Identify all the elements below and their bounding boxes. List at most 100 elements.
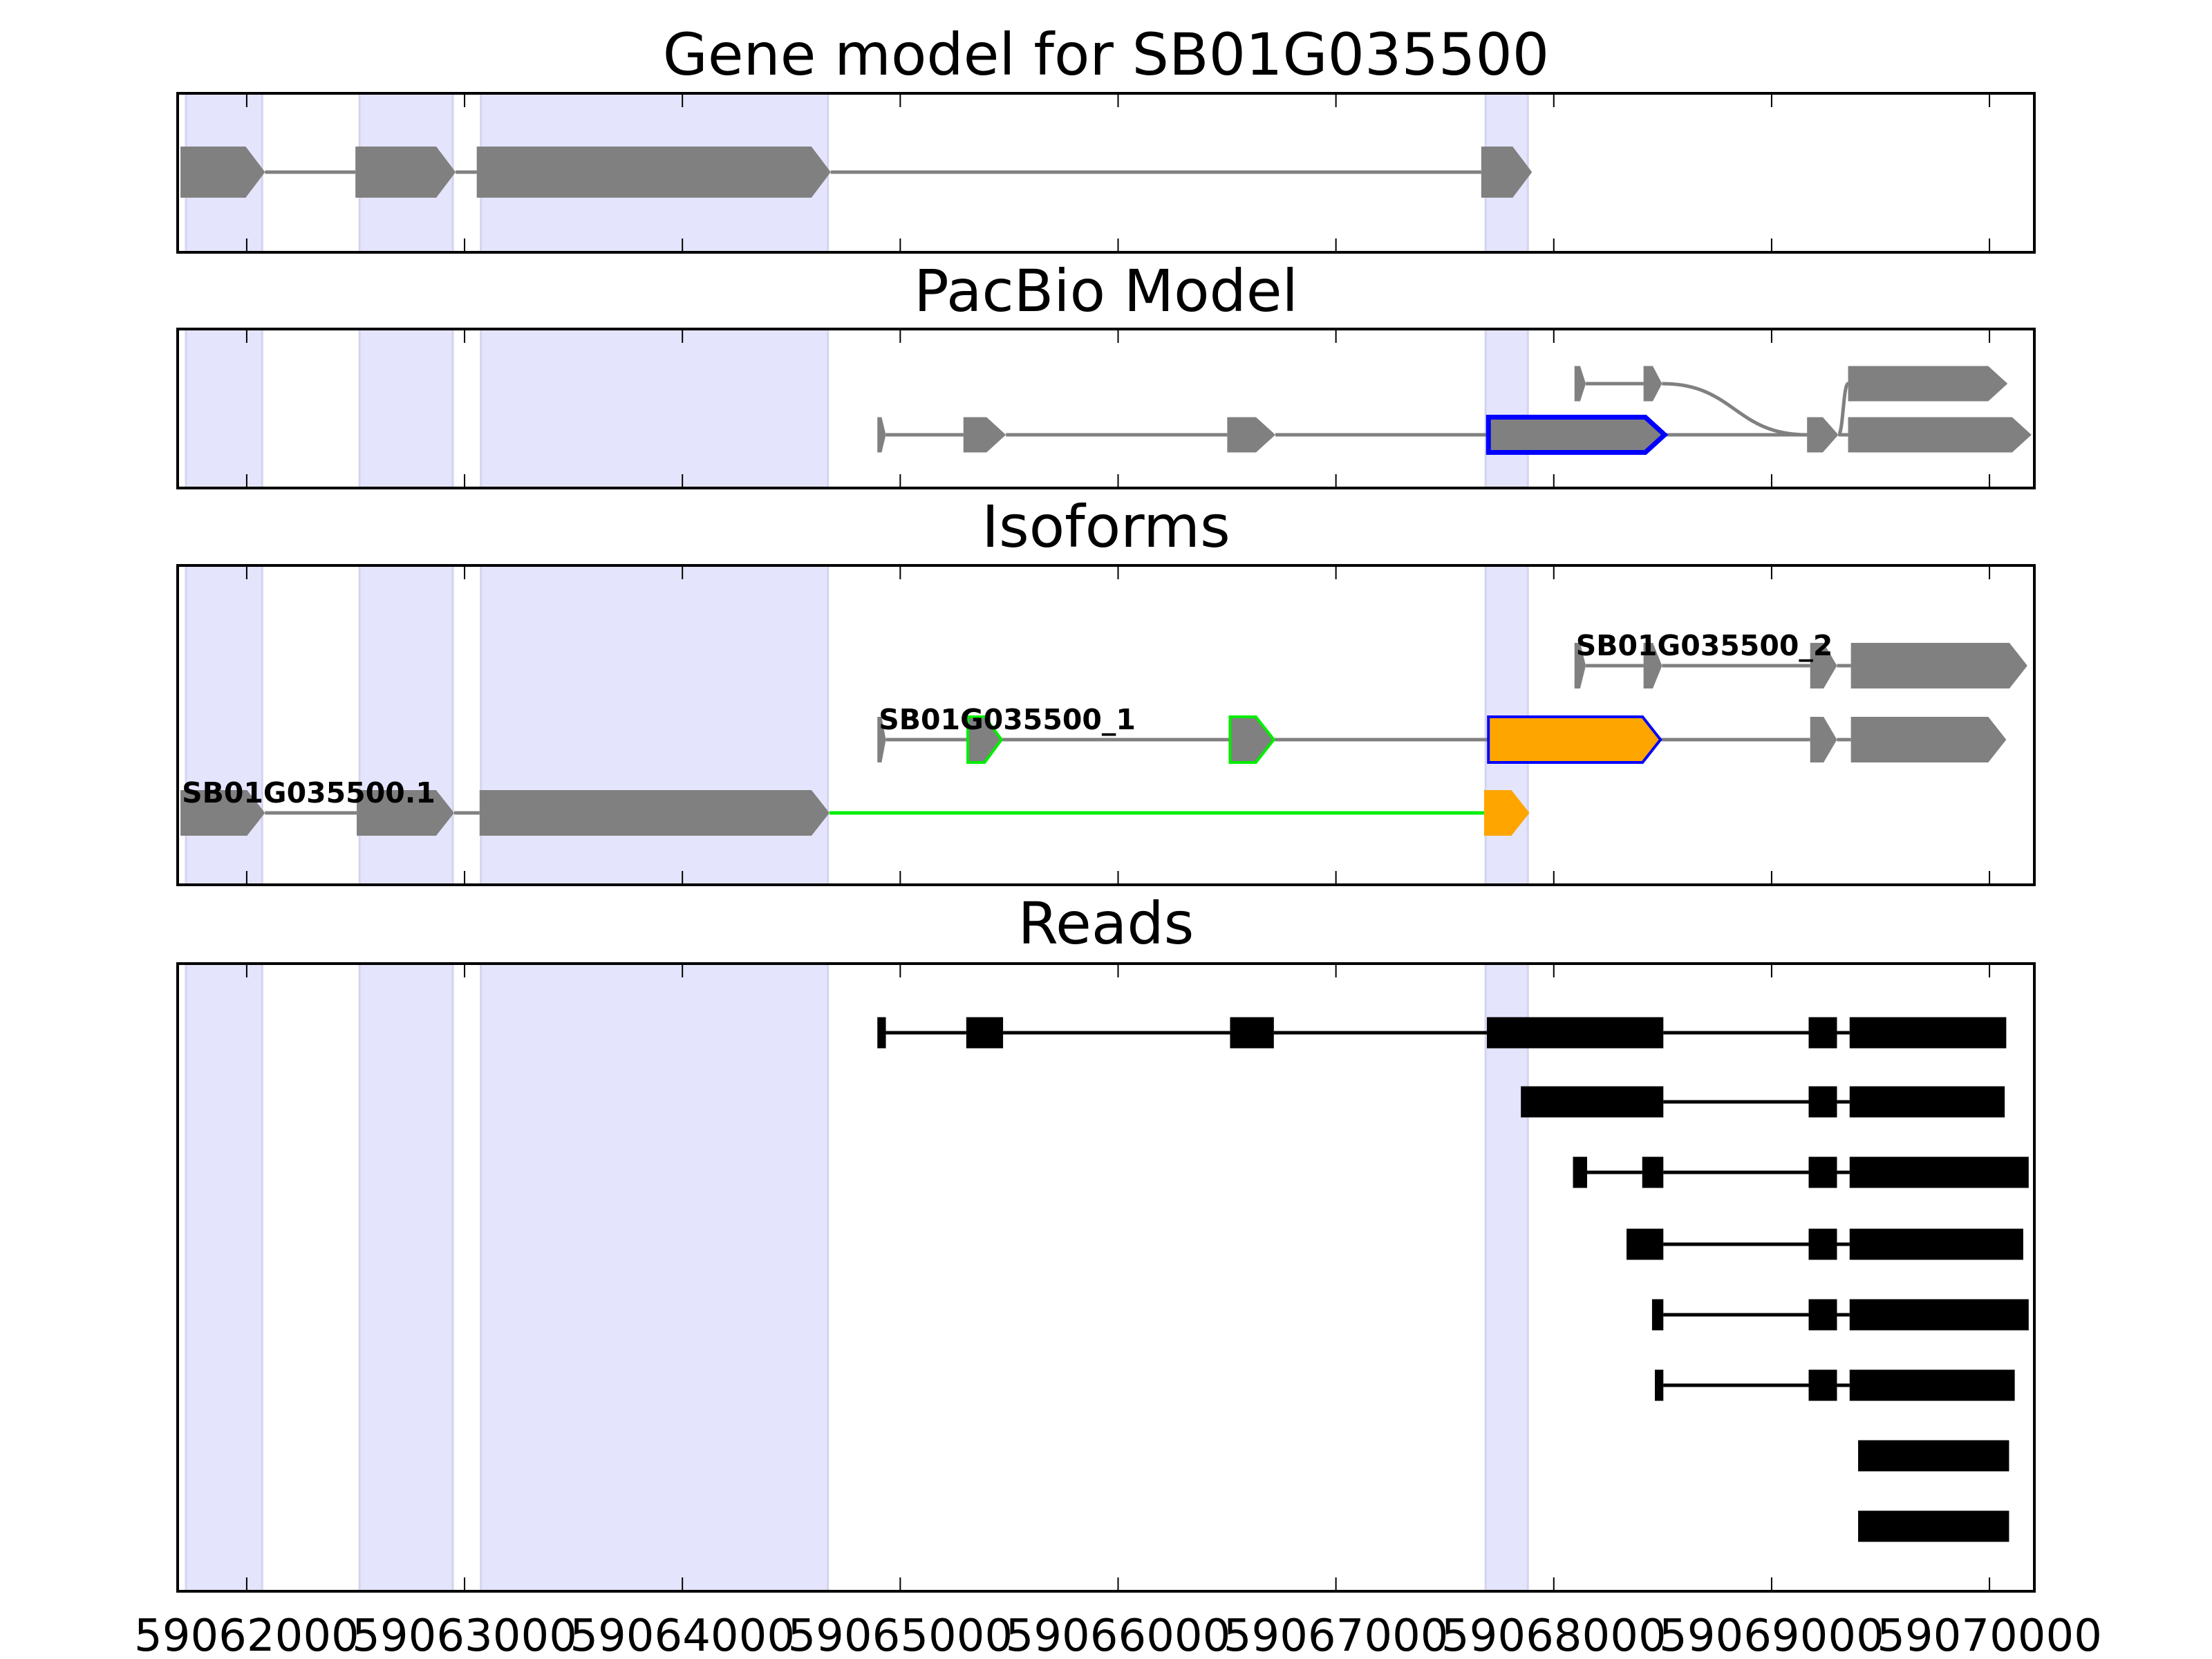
exon-arrow <box>1807 417 1839 453</box>
read-block <box>1808 1299 1837 1331</box>
isoform-label: SB01G035500_2 <box>1576 629 1833 662</box>
read-4 <box>1651 1299 2029 1331</box>
read-block <box>1849 1086 2005 1118</box>
intron-curve <box>1836 382 1850 437</box>
exon-arrow <box>1485 415 1669 455</box>
transcript-0 <box>1574 643 2027 688</box>
exon-arrow <box>355 147 456 198</box>
shaded-exon-region <box>480 328 830 489</box>
x-tick-label: 59065000 <box>787 1611 1013 1659</box>
x-tick-label: 59063000 <box>352 1611 577 1659</box>
read-block <box>1655 1369 1664 1401</box>
isoform-label: SB01G035500.1 <box>182 776 435 809</box>
x-tick-label: 59067000 <box>1224 1611 1449 1659</box>
read-block <box>1651 1299 1664 1331</box>
exon-arrow <box>1850 717 2007 762</box>
read-block <box>966 1017 1004 1049</box>
plot-area <box>178 329 2034 488</box>
transcript-2 <box>180 790 1530 836</box>
read-block <box>1849 1299 2029 1331</box>
read-0 <box>877 1017 2007 1049</box>
x-tick-label: 59066000 <box>1006 1611 1231 1659</box>
shaded-exon-region <box>358 962 454 1593</box>
intron-curve <box>1662 382 1808 437</box>
isoform-label: SB01G035500_1 <box>879 703 1136 736</box>
axes-frame <box>176 564 2036 886</box>
exon-arrow <box>1848 417 2032 453</box>
x-tick-label: 59068000 <box>1441 1611 1667 1659</box>
exon-arrow <box>1487 715 1662 764</box>
exon-arrow <box>877 717 886 762</box>
exon-arrow <box>1228 715 1276 764</box>
read-block <box>1808 1017 1837 1049</box>
read-block <box>1858 1510 2009 1542</box>
x-tick-label: 59070000 <box>1877 1611 2102 1659</box>
x-tick-label: 59069000 <box>1659 1611 1884 1659</box>
transcript-0 <box>180 147 1533 198</box>
read-block <box>1230 1017 1274 1049</box>
shaded-exon-region <box>358 564 454 886</box>
exon-arrow <box>180 147 265 198</box>
read-block <box>1849 1369 2015 1401</box>
shaded-exon-region <box>480 962 830 1593</box>
exon-arrow <box>1643 366 1662 402</box>
exon-arrow <box>357 790 454 836</box>
x-tick-label: 59064000 <box>570 1611 795 1659</box>
read-block <box>1521 1086 1664 1118</box>
shaded-exon-region <box>185 328 263 489</box>
read-block <box>1573 1156 1588 1188</box>
read-block <box>1808 1086 1837 1118</box>
exon-arrow <box>1810 717 1837 762</box>
read-block <box>1808 1369 1837 1401</box>
shaded-exon-region <box>358 328 454 489</box>
read-block <box>1808 1156 1837 1188</box>
panel-isoforms: IsoformsSB01G035500_2SB01G035500_1SB01G0… <box>176 493 2036 886</box>
exon-arrow <box>1481 147 1533 198</box>
exon-arrow <box>966 715 1004 764</box>
axes-frame <box>176 92 2036 254</box>
plot-area <box>178 964 2034 1591</box>
shaded-exon-region <box>185 962 263 1593</box>
exon-arrow <box>180 790 265 836</box>
exon-arrow <box>1643 643 1662 688</box>
read-block <box>1849 1156 2029 1188</box>
transcript-1 <box>877 715 2007 764</box>
transcript-0 <box>877 415 2032 455</box>
read-block <box>1849 1017 2007 1049</box>
read-3 <box>1627 1228 2023 1260</box>
read-2 <box>1573 1156 2029 1188</box>
shaded-exon-region <box>185 564 263 886</box>
read-1 <box>1521 1086 2005 1118</box>
exon-arrow <box>1574 366 1586 402</box>
exon-arrow <box>1483 790 1530 836</box>
exon-arrow <box>1574 643 1586 688</box>
exon-arrow <box>1810 643 1837 688</box>
read-block <box>1627 1228 1664 1260</box>
panel-title: Isoforms <box>982 493 1230 561</box>
read-block <box>1808 1228 1837 1260</box>
read-6 <box>1858 1440 2009 1472</box>
read-5 <box>1655 1369 2015 1401</box>
shaded-exon-region <box>480 564 830 886</box>
axes-frame <box>176 962 2036 1593</box>
axes-frame <box>176 328 2036 489</box>
read-block <box>1642 1156 1664 1188</box>
read-block <box>1858 1440 2009 1472</box>
exon-arrow <box>963 417 1006 453</box>
x-tick-label: 59062000 <box>134 1611 359 1659</box>
panel-title: PacBio Model <box>914 257 1298 325</box>
panel-title: Reads <box>1018 890 1194 957</box>
read-block <box>1849 1228 2023 1260</box>
exon-arrow <box>1227 417 1276 453</box>
panel-pacbio-model: PacBio Model <box>176 257 2036 489</box>
panel-reads: Reads59062000590630005906400059065000590… <box>134 890 2102 1659</box>
panel-gene-model: Gene model for SB01G035500 <box>176 21 2036 254</box>
exon-arrow <box>877 417 886 453</box>
shaded-exon-region <box>1484 328 1529 489</box>
exon-arrow <box>1850 643 2027 688</box>
shaded-exon-region <box>1484 962 1529 1593</box>
transcript-1 <box>1574 366 2008 453</box>
panel-title: Gene model for SB01G035500 <box>663 21 1549 88</box>
read-7 <box>1858 1510 2009 1542</box>
